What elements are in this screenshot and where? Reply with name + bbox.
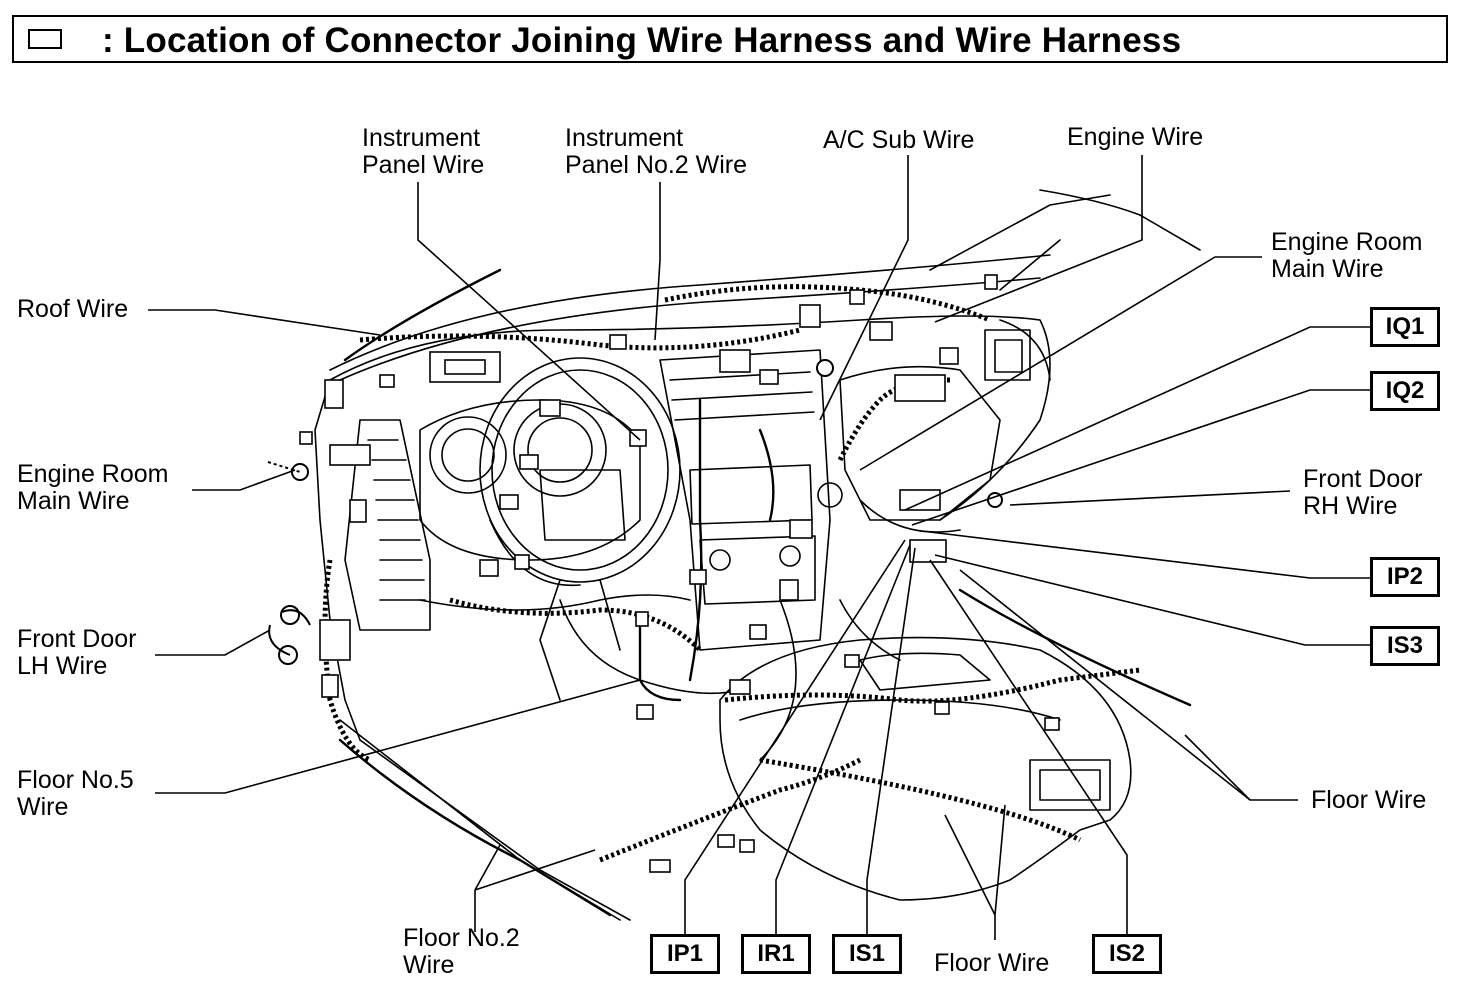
connector-code-iq2: IQ2 — [1370, 371, 1440, 411]
leader-instrument-panel-no2-wire — [654, 182, 661, 341]
windshield-frame-outline — [329, 254, 1051, 371]
harness-dash-upper — [664, 284, 991, 323]
connector-code-is1: IS1 — [832, 934, 902, 974]
leader-front-door-rh-wire — [1009, 490, 1291, 506]
label-engine-wire: Engine Wire — [1067, 123, 1204, 151]
label-floor-no5-wire: Floor No.5 Wire — [17, 766, 134, 821]
page-title: : Location of Connector Joining Wire Har… — [102, 21, 1182, 60]
leader-is3 — [934, 554, 1370, 646]
leader-iq2 — [911, 389, 1370, 526]
relay-block — [894, 374, 946, 402]
label-instrument-panel-wire: Instrument Panel Wire — [362, 124, 485, 179]
connector-block — [324, 379, 344, 409]
left-dash-edge — [314, 379, 361, 741]
connector-code-is3: IS3 — [1370, 626, 1440, 666]
label-floor-wire-right: Floor Wire — [1311, 786, 1427, 814]
connector-code-iq1: IQ1 — [1370, 307, 1440, 347]
harness-console-side — [759, 757, 1082, 843]
leader-front-door-lh-wire — [155, 629, 271, 656]
junction-block — [429, 351, 501, 383]
label-front-door-rh-wire: Front Door RH Wire — [1303, 465, 1423, 520]
roof-pillar-outline — [1039, 189, 1201, 251]
fuse-box-outline — [344, 419, 431, 631]
harness-floor-right — [724, 667, 1141, 704]
leader-floor-wire-bottom-a — [944, 814, 996, 940]
harness-dash-top — [359, 327, 801, 351]
glovebox-outline — [839, 365, 1001, 521]
leader-floor-wire-right-b — [1184, 734, 1251, 801]
connector-code-ip1: IP1 — [650, 934, 720, 974]
right-vent-outline — [984, 329, 1031, 381]
leader-floor-no2-wire-b — [474, 849, 596, 891]
label-engine-room-main-wire-left: Engine Room Main Wire — [17, 460, 169, 515]
floor-wire-route — [958, 588, 1192, 707]
harness-floor-left — [599, 757, 862, 863]
instrument-cluster-outline — [419, 399, 641, 561]
label-floor-no2-wire: Floor No.2 Wire — [403, 924, 520, 979]
leader-ac-sub-wire — [819, 155, 909, 421]
label-ac-sub-wire: A/C Sub Wire — [823, 126, 975, 154]
label-engine-room-main-wire-right: Engine Room Main Wire — [1271, 228, 1423, 283]
leader-floor-no5-wire — [155, 679, 641, 794]
leader-is1 — [866, 547, 916, 934]
leader-ip1 — [684, 539, 906, 934]
leader-engine-room-main-wire-left — [192, 469, 296, 491]
leader-instrument-panel-wire — [417, 182, 641, 441]
leader-ip2 — [929, 531, 1370, 579]
title-bar: : Location of Connector Joining Wire Har… — [12, 15, 1448, 63]
dashboard-top-outline — [329, 315, 1051, 521]
label-floor-wire-bottom: Floor Wire — [934, 949, 1050, 977]
console-cupholder-outline — [1029, 759, 1111, 811]
connector-code-is2: IS2 — [1092, 934, 1162, 974]
label-roof-wire: Roof Wire — [17, 295, 129, 323]
leader-iq1 — [904, 326, 1370, 511]
connector-code-ip2: IP2 — [1370, 557, 1440, 597]
label-instrument-panel-no2-wire: Instrument Panel No.2 Wire — [565, 124, 748, 179]
center-stack-outline — [659, 349, 831, 651]
connector-code-ir1: IR1 — [741, 934, 811, 974]
leader-is2 — [929, 559, 1128, 934]
leader-ir1 — [775, 544, 911, 934]
leader-roof-wire — [148, 309, 381, 336]
leader-floor-wire-right-a — [959, 569, 1298, 801]
leader-engine-room-main-wire-right — [859, 256, 1262, 471]
connector-box-icon — [28, 29, 62, 49]
roof-wire-route — [343, 268, 502, 362]
leader-engine-wire — [934, 155, 1143, 323]
leader-floor-wire-bottom-b — [994, 804, 1006, 916]
label-front-door-lh-wire: Front Door LH Wire — [17, 625, 137, 680]
